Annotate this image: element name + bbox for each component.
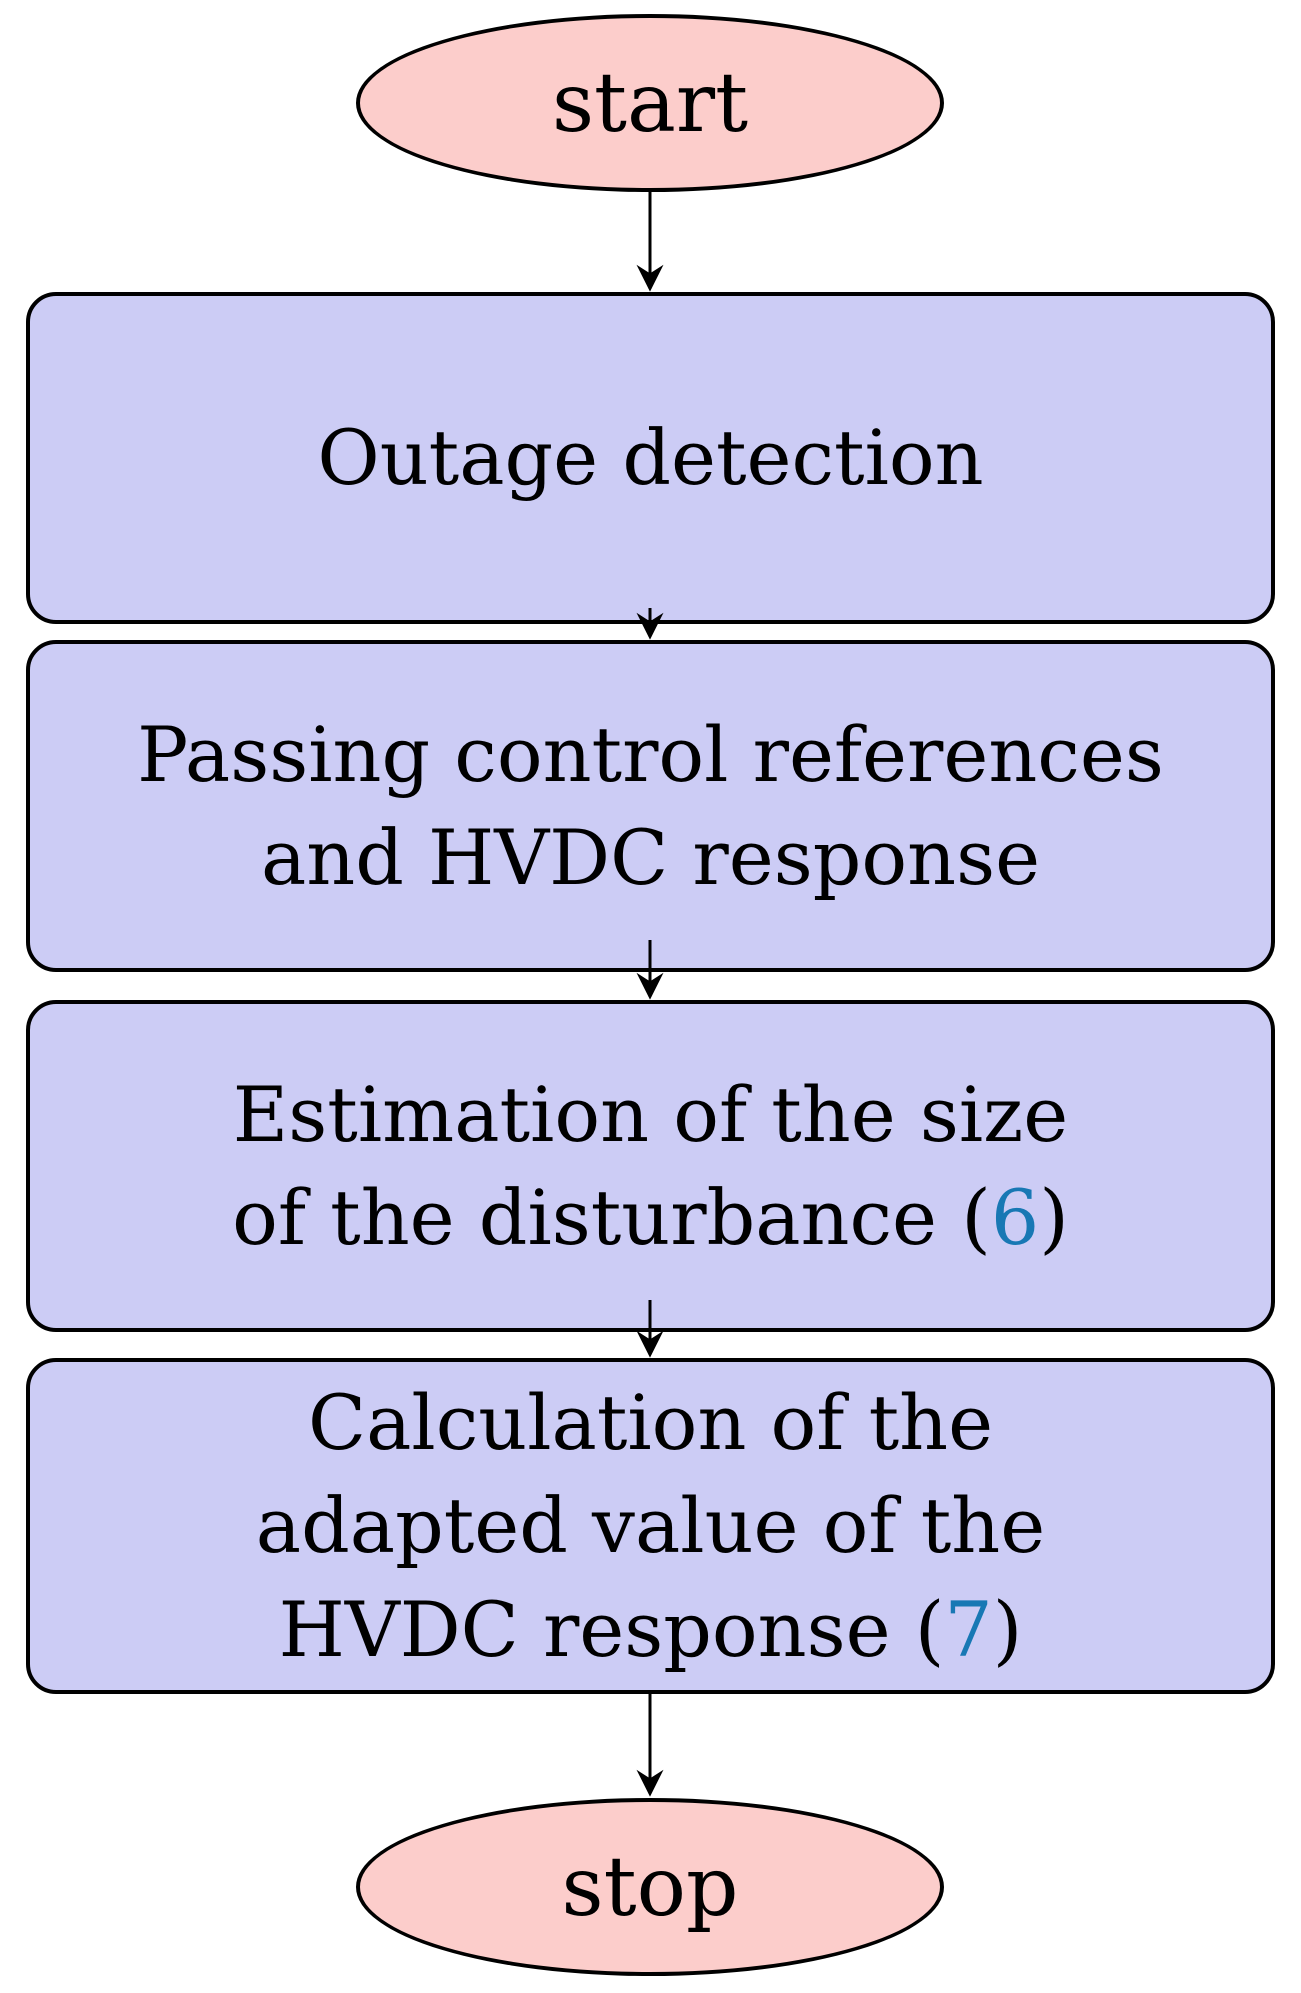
stop-node-label: stop: [561, 1839, 739, 1935]
process-line: Outage detection: [317, 413, 984, 503]
process-line-text: of the disturbance (: [232, 1173, 991, 1262]
process-line-text: ): [992, 1584, 1023, 1674]
process-estimation-of-disturbance: Estimation of the size of the disturbanc…: [26, 1000, 1275, 1332]
process-line: adapted value of the: [255, 1481, 1046, 1571]
process-outage-detection: Outage detection: [26, 292, 1275, 624]
equation-ref-7: 7: [944, 1584, 993, 1674]
process-line: Passing control references: [137, 709, 1164, 799]
stop-node: stop: [356, 1798, 944, 1976]
process-line: HVDC response (7): [279, 1578, 1023, 1681]
process-calculation-adapted-value: Calculation of the adapted value of the …: [26, 1358, 1275, 1694]
process-line: and HVDC response: [260, 813, 1041, 902]
equation-ref-6: 6: [990, 1173, 1040, 1262]
process-line-text: ): [1039, 1173, 1069, 1262]
process-passing-control-references: Passing control references and HVDC resp…: [26, 640, 1275, 972]
start-node-label: start: [551, 55, 749, 151]
process-line: of the disturbance (6): [232, 1166, 1069, 1269]
process-line: Calculation of the: [307, 1377, 994, 1467]
start-node: start: [356, 14, 944, 192]
process-line-text: HVDC response (: [278, 1584, 945, 1674]
process-line: Estimation of the size: [232, 1069, 1069, 1159]
